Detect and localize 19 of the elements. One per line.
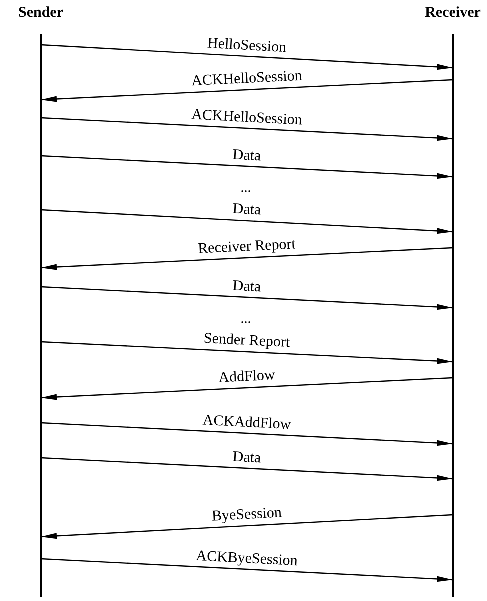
ellipsis-note: ... — [240, 182, 252, 196]
arrow — [40, 286, 454, 310]
edge-label: Sender Report — [202, 330, 292, 352]
arrow — [40, 209, 454, 234]
lifeline-header: Receiver — [425, 4, 481, 22]
arrow — [40, 341, 454, 364]
arrow — [40, 44, 454, 70]
arrow — [40, 377, 454, 400]
arrow — [40, 422, 454, 446]
arrow — [40, 79, 454, 102]
arrow — [40, 558, 454, 582]
arrow — [40, 117, 454, 142]
arrow — [40, 514, 454, 540]
arrow — [40, 457, 454, 482]
lifeline-header: Sender — [18, 4, 64, 22]
ellipsis-note: ... — [240, 313, 252, 327]
edge-label: ByeSession — [210, 505, 284, 525]
arrow — [40, 155, 454, 180]
arrow — [40, 247, 454, 270]
